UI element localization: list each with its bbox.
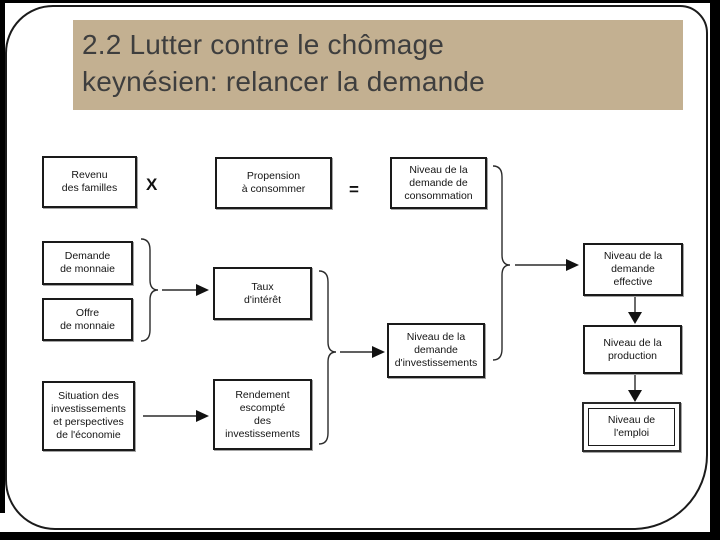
box-rendement-escompte: Rendement escompté des investissements (213, 379, 312, 450)
box-propension-a-consommer: Propension à consommer (215, 157, 332, 209)
scan-edge-left (0, 0, 5, 513)
scan-edge-right (710, 0, 720, 540)
box-situation-investissements: Situation des investissements et perspec… (42, 381, 135, 451)
scan-edge-top (0, 0, 720, 3)
multiply-symbol: X (146, 175, 158, 194)
box-taux-interet: Taux d'intérêt (213, 267, 312, 320)
box-niveau-demande-effective: Niveau de la demande effective (583, 243, 683, 296)
box-niveau-demande-investissements: Niveau de la demande d'investissements (387, 323, 485, 378)
title-banner: 2.2 Lutter contre le chômage keynésien: … (73, 20, 683, 110)
scan-edge-bottom (0, 532, 720, 540)
box-niveau-emploi-outer: Niveau de l'emploi (582, 402, 681, 452)
box-niveau-demande-consommation: Niveau de la demande de consommation (390, 157, 487, 209)
box-offre-de-monnaie: Offre de monnaie (42, 298, 133, 341)
slide-title-line1: 2.2 Lutter contre le chômage (82, 29, 445, 60)
box-niveau-production: Niveau de la production (583, 325, 682, 374)
box-revenu-des-familles: Revenu des familles (42, 156, 137, 208)
box-niveau-emploi: Niveau de l'emploi (588, 408, 675, 446)
slide-title-line2: keynésien: relancer la demande (82, 66, 485, 97)
box-demande-de-monnaie: Demande de monnaie (42, 241, 133, 285)
equals-symbol: = (349, 180, 359, 199)
